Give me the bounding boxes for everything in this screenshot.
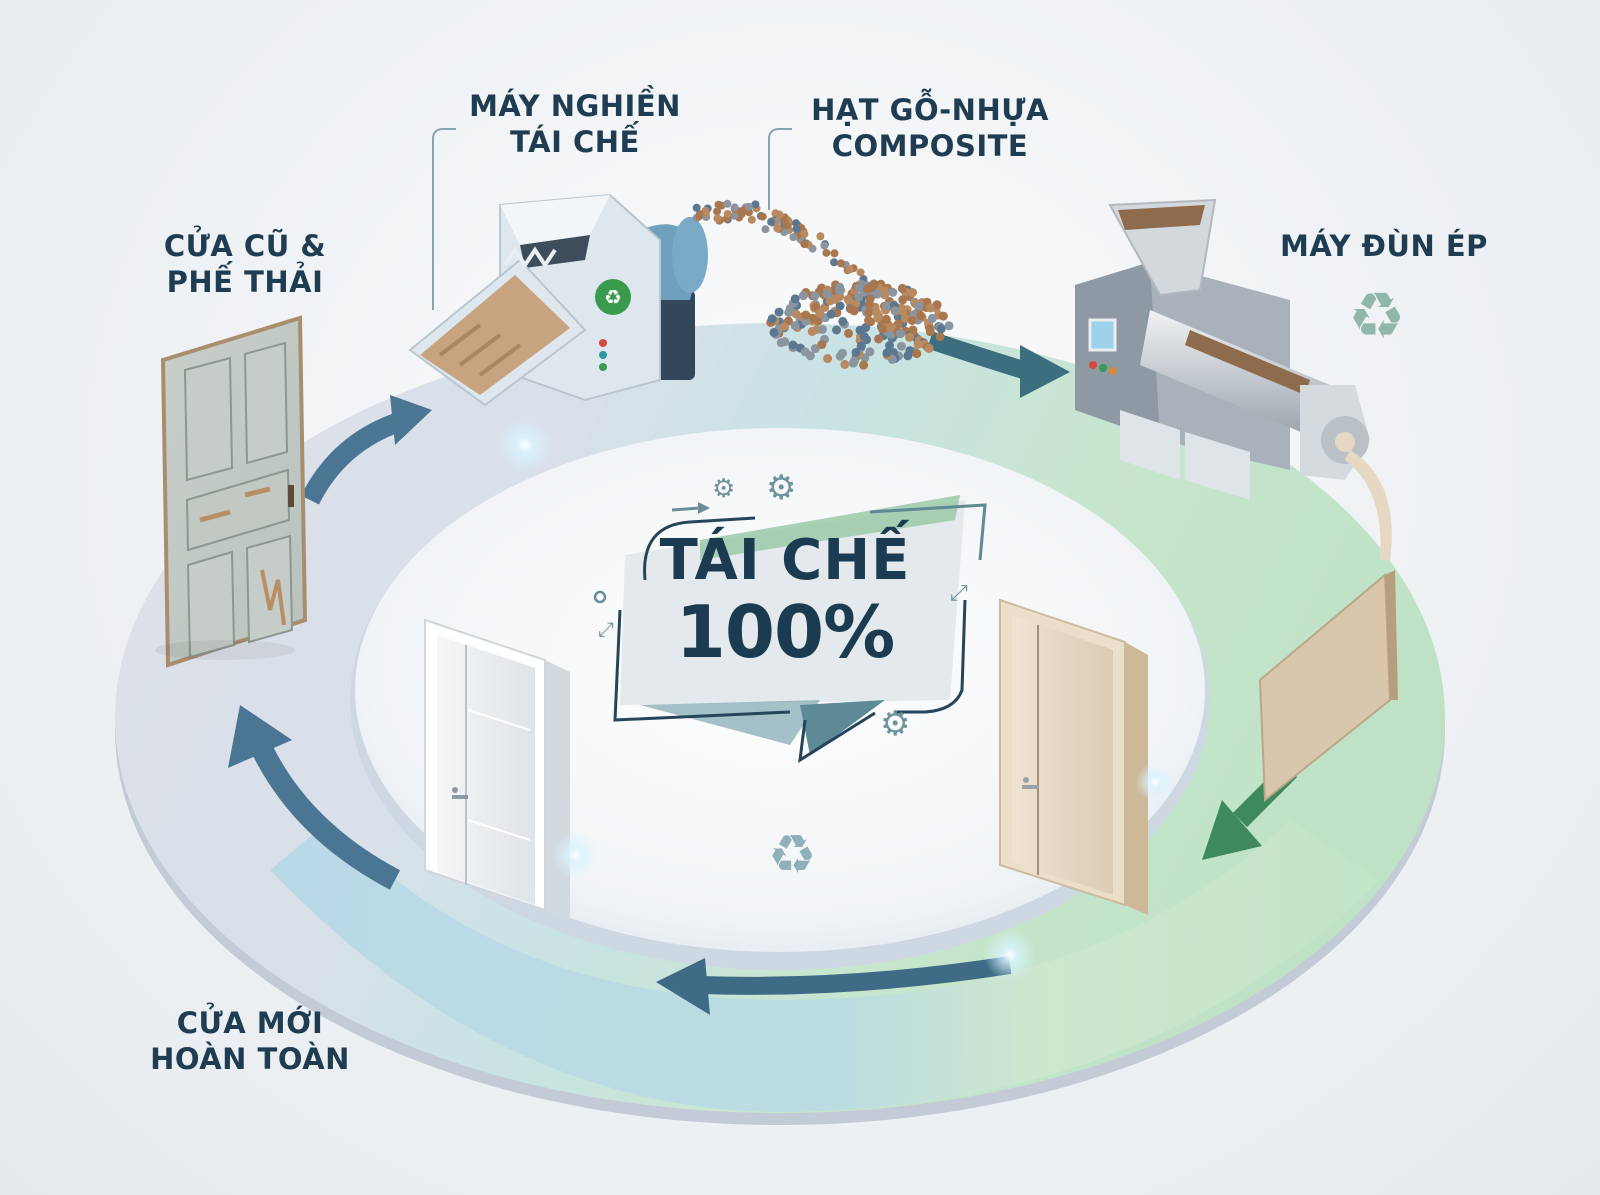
stage-label-extruder: MÁY ĐÙN ÉP xyxy=(1280,229,1488,263)
arrow-to-extruder-icon xyxy=(927,331,1070,398)
old-door-icon xyxy=(155,315,308,668)
svg-text:♻: ♻ xyxy=(604,285,622,309)
stage-label-shredder: MÁY NGHIỀN TÁI CHẾ xyxy=(469,89,681,159)
new-door-wood-icon xyxy=(999,598,1148,915)
shredder-machine-icon: ♻ xyxy=(408,193,708,407)
center-badge-text: TÁI CHẾ 100% xyxy=(620,528,950,674)
center-badge xyxy=(593,495,987,763)
gear-icon: ⚙ xyxy=(880,704,910,744)
shredder-label-leader xyxy=(432,128,456,310)
diagonal-arrows-icon: ⤢ xyxy=(950,581,968,606)
stage-label-granules: HẠT GỖ-NHỰA COMPOSITE xyxy=(811,93,1049,163)
gear-icon: ⚙ xyxy=(712,474,735,504)
recycle-icon: ♻ xyxy=(1348,280,1405,354)
stage-label-old-door: CỬA CŨ & PHẾ THẢI xyxy=(163,229,327,299)
flow-arrows xyxy=(228,331,1298,1015)
granules-label-leader xyxy=(768,128,792,210)
arrow-back-to-old-door-icon xyxy=(228,705,401,890)
extruded-door-panel-icon xyxy=(1258,570,1398,803)
recycle-icons: ♻ ♻ xyxy=(768,280,1405,886)
stage-label-new-door: CỬA MỚI HOÀN TOÀN xyxy=(150,1006,350,1076)
recycle-icon: ♻ xyxy=(768,823,816,886)
new-door-white-icon xyxy=(424,618,570,920)
arrow-bottom-left-icon xyxy=(656,956,1012,1015)
gear-icon: ⚙ xyxy=(766,468,796,508)
light-flares xyxy=(497,417,1175,981)
arrow-to-shredder-icon xyxy=(301,395,432,505)
badge-line-1: TÁI CHẾ xyxy=(659,528,911,593)
composite-granules-icon xyxy=(692,199,954,370)
diagonal-arrows-icon: ⤢ xyxy=(598,617,614,641)
badge-line-2: 100% xyxy=(675,590,895,674)
gear-icons: ⚙ ⚙ ⚙ ⤢ ⤢ xyxy=(598,468,968,744)
extruder-machine-icon xyxy=(1075,198,1392,560)
